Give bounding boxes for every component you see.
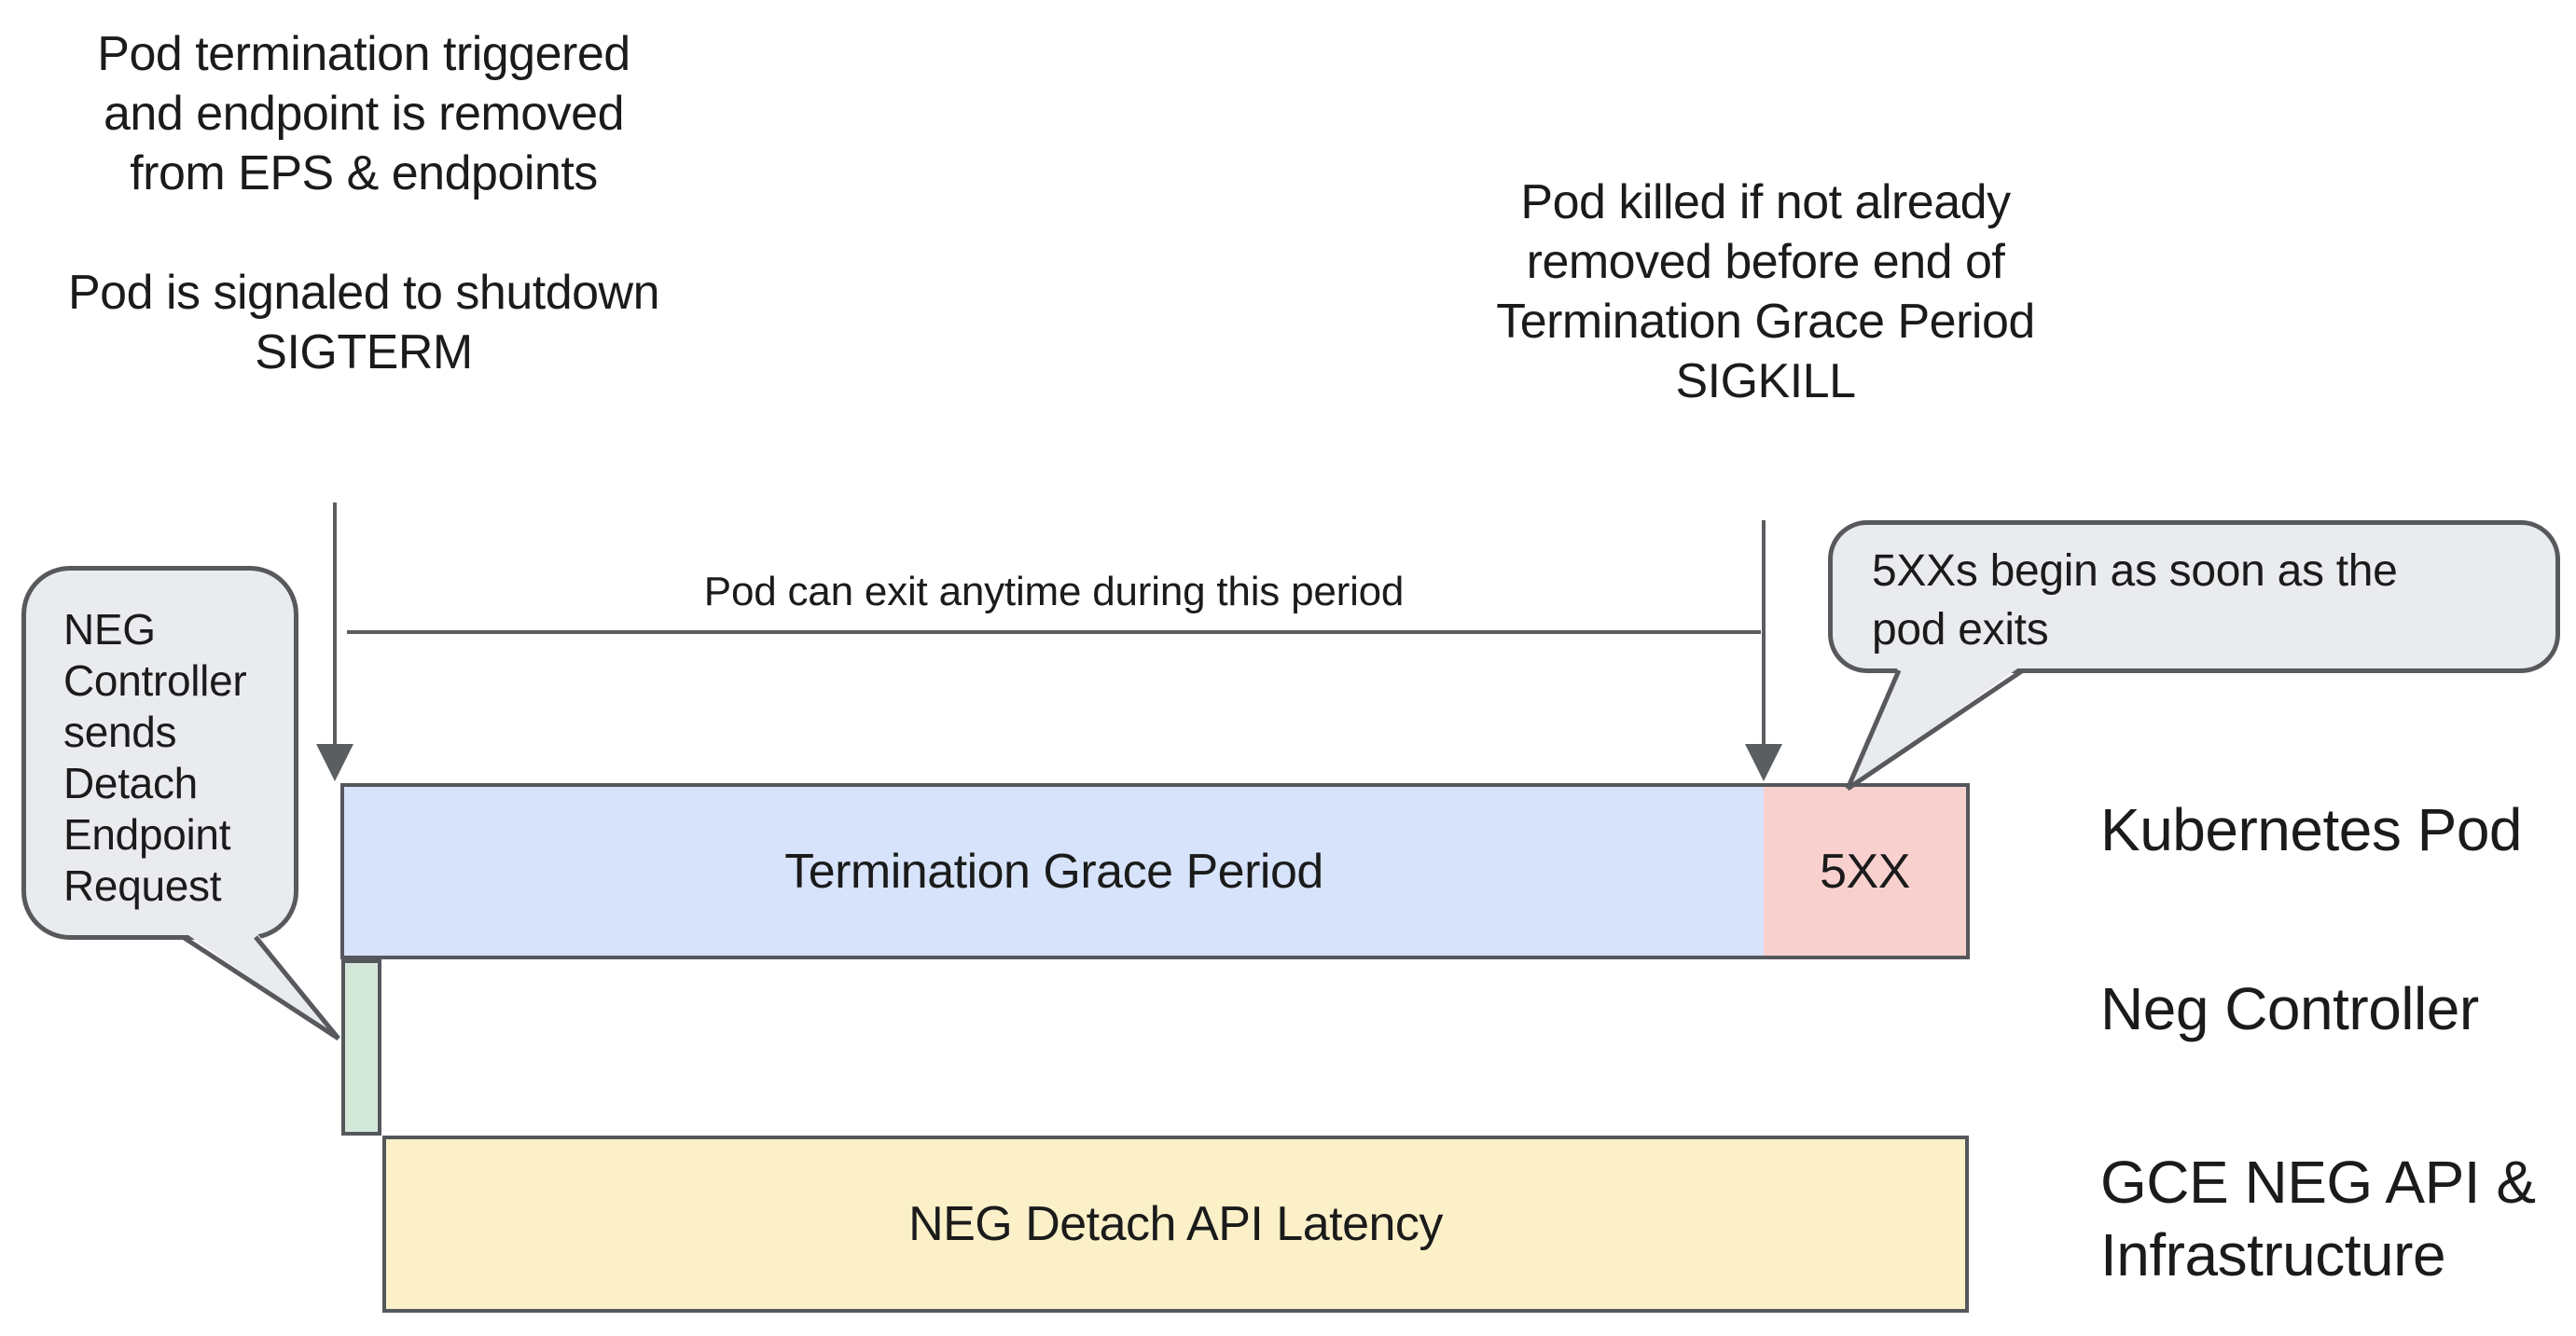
bar-5xx-label: 5XX [1820,844,1910,899]
callout-neg-controller-detach: NEG Controller sends Detach Endpoint Req… [21,566,298,940]
note-pod-termination: Pod termination triggered and endpoint i… [37,24,690,203]
bar-termination-label: Termination Grace Period [784,844,1323,899]
note-line: Pod termination triggered [97,27,630,81]
row-label-kubernetes-pod: Kubernetes Pod [2100,796,2523,863]
callout-line: Endpoint [63,810,231,859]
bar-neg-detach-request [341,959,381,1136]
callout-line: sends [63,708,177,756]
callout-line: Request [63,861,222,910]
note-line: Pod killed if not already [1520,175,2011,229]
callout-left-tail [181,931,340,1041]
note-line: SIGTERM [255,325,473,379]
row-label-gce-neg-api: GCE NEG API & Infrastructure [2100,1146,2536,1291]
row-label-gce-line1: GCE NEG API & [2100,1149,2536,1216]
sigkill-event-arrow [1745,520,1782,781]
tail-fill [1848,665,2023,789]
arrow-head-icon [316,744,353,781]
note-line: Termination Grace Period [1496,295,2035,349]
callout-line: Detach [63,759,198,807]
note-pod-sigkill: Pod killed if not already removed before… [1439,172,2092,411]
arrow-head-icon [1745,744,1782,781]
sigterm-event-arrow [316,503,353,781]
note-line: Pod is signaled to shutdown [67,266,660,320]
note-line: and endpoint is removed [104,87,625,141]
bar-latency-label: NEG Detach API Latency [908,1197,1443,1251]
callout-5xx-begin: 5XXs begin as soon as the pod exits [1828,520,2560,673]
note-line: SIGKILL [1675,354,1856,408]
note-line: from EPS & endpoints [130,146,598,200]
tail-outline [181,934,340,1041]
bar-5xx-errors: 5XX [1764,783,1970,959]
period-range-label: Pod can exit anytime during this period [703,569,1405,614]
note-line: removed before end of [1526,235,2005,289]
callout-line: Controller [63,656,247,705]
callout-line: 5XXs begin as soon as the [1872,546,2398,596]
callout-line: NEG [63,605,156,654]
tail-fill [183,931,339,1039]
callout-right-tail [1845,665,2025,792]
row-label-gce-line2: Infrastructure [2100,1221,2446,1288]
row-label-neg-controller: Neg Controller [2100,975,2479,1042]
note-pod-sigterm: Pod is signaled to shutdown SIGTERM [37,263,690,382]
bar-neg-detach-api-latency: NEG Detach API Latency [382,1136,1969,1313]
bar-termination-grace-period: Termination Grace Period [340,783,1767,959]
callout-line: pod exits [1872,605,2049,654]
tail-outline [1845,668,2025,792]
